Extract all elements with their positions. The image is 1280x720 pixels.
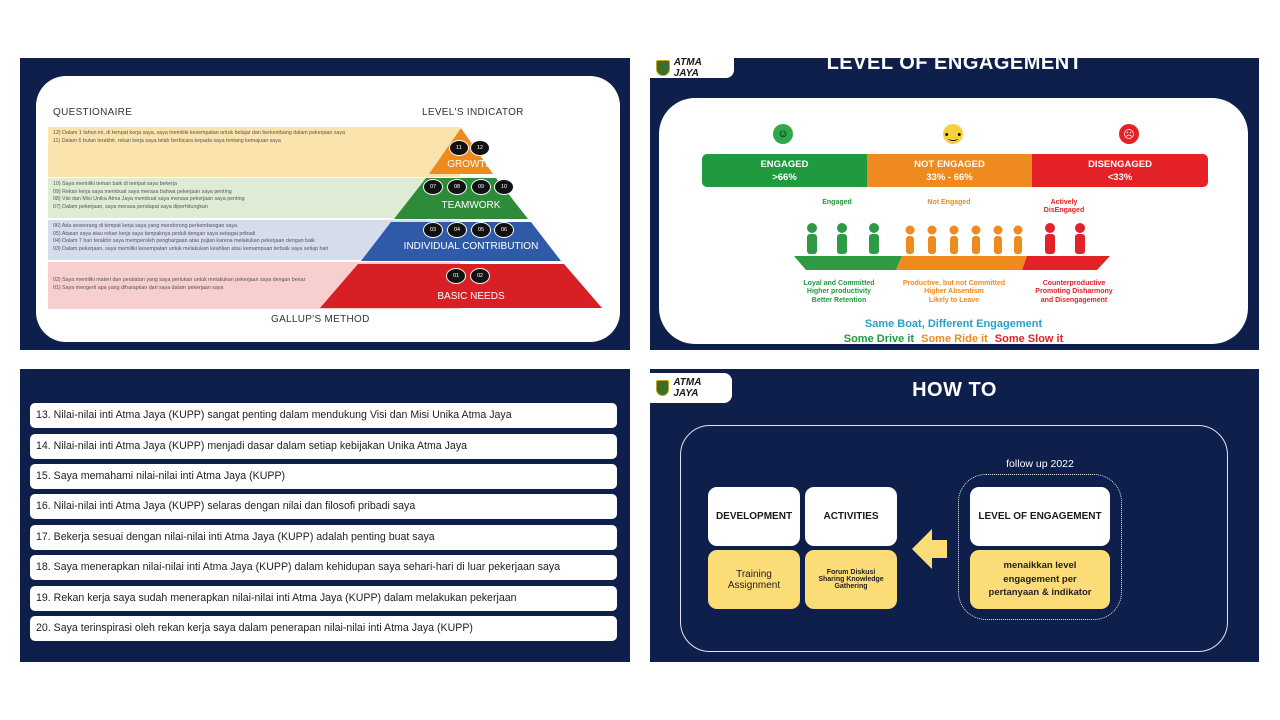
item-10-badge: 10 (494, 179, 514, 195)
item-12-badge: 12 (470, 140, 490, 156)
kupp-item-18: 18. Saya menerapkan nilai-nilai inti Atm… (30, 555, 617, 580)
teamwork-label: TEAMWORK (441, 200, 501, 211)
individual-contribution-label: INDIVIDUAL CONTRIBUTION (403, 241, 539, 252)
item-02-badge: 02 (470, 268, 490, 284)
questionnaire-heading: QUESTIONAIRE (53, 107, 133, 118)
engagement-title: LEVEL OF ENGAGEMENT (826, 58, 1083, 74)
question-07: 07) Dalam pekerjaan, saya merasa pendapa… (53, 204, 208, 211)
engaged-description: Loyal and Committed Higher productivity … (803, 280, 875, 304)
question-03: 03) Dalam pekerjaan, saya memiliki kesem… (53, 246, 329, 253)
not-engaged-description: Productive, but not Committed Higher Abs… (902, 280, 1006, 304)
kupp-item-20: 20. Saya terinspirasi oleh rekan kerja s… (30, 616, 617, 641)
sad-face-icon: ☹ (1119, 124, 1139, 144)
question-08: 08) Visi dan Misi Unika Atma Jaya membua… (53, 196, 245, 203)
question-10: 10) Saya memiliki teman baik di tempat s… (53, 181, 177, 187)
engaged-segment: ENGAGED >66% (702, 154, 867, 187)
question-05: 05) Atasan saya atau rekan kerja saya ta… (53, 230, 256, 237)
arrow-left-icon (912, 529, 947, 569)
question-06: 06) Ada seseorang di tempat kerja saya y… (53, 223, 238, 229)
item-01-badge: 01 (446, 268, 466, 284)
activities-detail: Forum Diskusi Sharing Knowledge Gatherin… (805, 550, 897, 609)
kupp-item-14: 14. Nilai-nilai inti Atma Jaya (KUPP) me… (30, 434, 617, 459)
disengaged-segment: DISENGAGED <33% (1032, 154, 1208, 187)
gallup-method-caption: GALLUP'S METHOD (271, 314, 370, 325)
engagement-tagline: Same Boat, Different Engagement (864, 318, 1043, 330)
gallup-card: QUESTIONAIRE LEVEL'S INDICATOR 12) Dalam… (36, 76, 620, 342)
item-04-badge: 04 (447, 222, 467, 238)
growth-label: GROWTH (447, 159, 493, 170)
disengaged-caption: Actively DisEngaged (1043, 199, 1085, 215)
drive-text: Some Drive it (843, 333, 915, 344)
teamwork-questions: 10) Saya memiliki teman baik di tempat s… (48, 178, 460, 218)
item-03-badge: 03 (423, 222, 443, 238)
engaged-range: >66% (772, 171, 797, 183)
ride-text: Some Ride it (921, 333, 988, 344)
engagement-subtagline: Some Drive it Some Ride it Some Slow it (659, 333, 1248, 344)
item-09-badge: 09 (471, 179, 491, 195)
rowing-boat-illustration (794, 223, 1110, 270)
not-engaged-range: 33% - 66% (926, 171, 973, 183)
disengaged-description: Counterproductive Promoting Disharmony a… (1035, 280, 1113, 304)
development-detail: Training Assignment (708, 550, 800, 609)
item-05-badge: 05 (471, 222, 491, 238)
kupp-item-13: 13. Nilai-nilai inti Atma Jaya (KUPP) sa… (30, 403, 617, 428)
gallup-slide: QUESTIONAIRE LEVEL'S INDICATOR 12) Dalam… (20, 58, 630, 350)
item-08-badge: 08 (447, 179, 467, 195)
follow-up-label: follow up 2022 (1006, 458, 1074, 470)
item-07-badge: 07 (423, 179, 443, 195)
logo-text: ATMA JAYA (673, 58, 702, 79)
kupp-item-17: 17. Bekerja sesuai dengan nilai-nilai in… (30, 525, 617, 550)
atma-jaya-logo: ATMA JAYA (650, 58, 734, 79)
growth-questions: 12) Dalam 1 tahun ini, di tempat kerja s… (48, 127, 460, 177)
engagement-slide: ATMA JAYA LEVEL OF ENGAGEMENT ☺ •‿• ☹ EN… (650, 58, 1259, 350)
follow-up-frame (958, 474, 1122, 620)
engaged-caption: Engaged (822, 199, 852, 206)
level-of-engagement-box: LEVEL OF ENGAGEMENT (970, 487, 1110, 546)
basic-needs-label: BASIC NEEDS (437, 291, 505, 302)
question-11: 11) Dalam 6 bulan terakhir, rekan kerja … (53, 137, 281, 144)
engaged-label: ENGAGED (760, 159, 809, 170)
question-04: 04) Dalam 7 hari terakhir saya memperole… (53, 238, 315, 245)
question-02: 02) Saya memiliki materi dan peralatan y… (53, 277, 306, 283)
level-indicator-heading: LEVEL'S INDICATOR (422, 107, 524, 118)
kupp-item-15: 15. Saya memahami nilai-nilai inti Atma … (30, 464, 617, 489)
engagement-card: ☺ •‿• ☹ ENGAGED >66% NOT ENGAGED 33% - 6… (659, 98, 1248, 344)
item-06-badge: 06 (494, 222, 514, 238)
logo-text: ATMA JAYA (673, 377, 702, 399)
kupp-item-19: 19. Rekan kerja saya sudah menerapkan ni… (30, 586, 617, 611)
development-box: DEVELOPMENT (708, 487, 800, 546)
happy-face-icon: ☺ (773, 124, 793, 144)
shield-icon (656, 60, 670, 76)
slow-text: Some Slow it (994, 333, 1064, 344)
basic-tier (320, 264, 602, 308)
not-engaged-caption: Not Engaged (927, 199, 971, 206)
level-of-engagement-detail: menaikkan level engagement per pertanyaa… (970, 550, 1110, 609)
item-11-badge: 11 (449, 140, 469, 156)
question-01: 01) Saya mengerti apa yang diharapkan da… (53, 284, 224, 291)
disengaged-range: <33% (1107, 171, 1133, 183)
neutral-face-icon: •‿• (943, 124, 963, 144)
atma-jaya-logo-2: ATMA JAYA (650, 373, 732, 403)
howto-title: HOW TO (912, 379, 997, 401)
kupp-slide: 13. Nilai-nilai inti Atma Jaya (KUPP) sa… (20, 369, 630, 662)
not-engaged-label: NOT ENGAGED (914, 159, 985, 170)
question-12: 12) Dalam 1 tahun ini, di tempat kerja s… (53, 130, 346, 136)
howto-slide: ATMA JAYA HOW TO follow up 2022 DEVELOPM… (650, 369, 1259, 662)
kupp-item-16: 16. Nilai-nilai inti Atma Jaya (KUPP) se… (30, 494, 617, 519)
not-engaged-segment: NOT ENGAGED 33% - 66% (867, 154, 1032, 187)
howto-frame (680, 425, 1228, 652)
shield-icon (656, 380, 670, 396)
question-09: 09) Rekan kerja saya membuat saya merasa… (53, 188, 232, 195)
disengaged-label: DISENGAGED (1088, 159, 1152, 170)
activities-box: ACTIVITIES (805, 487, 897, 546)
